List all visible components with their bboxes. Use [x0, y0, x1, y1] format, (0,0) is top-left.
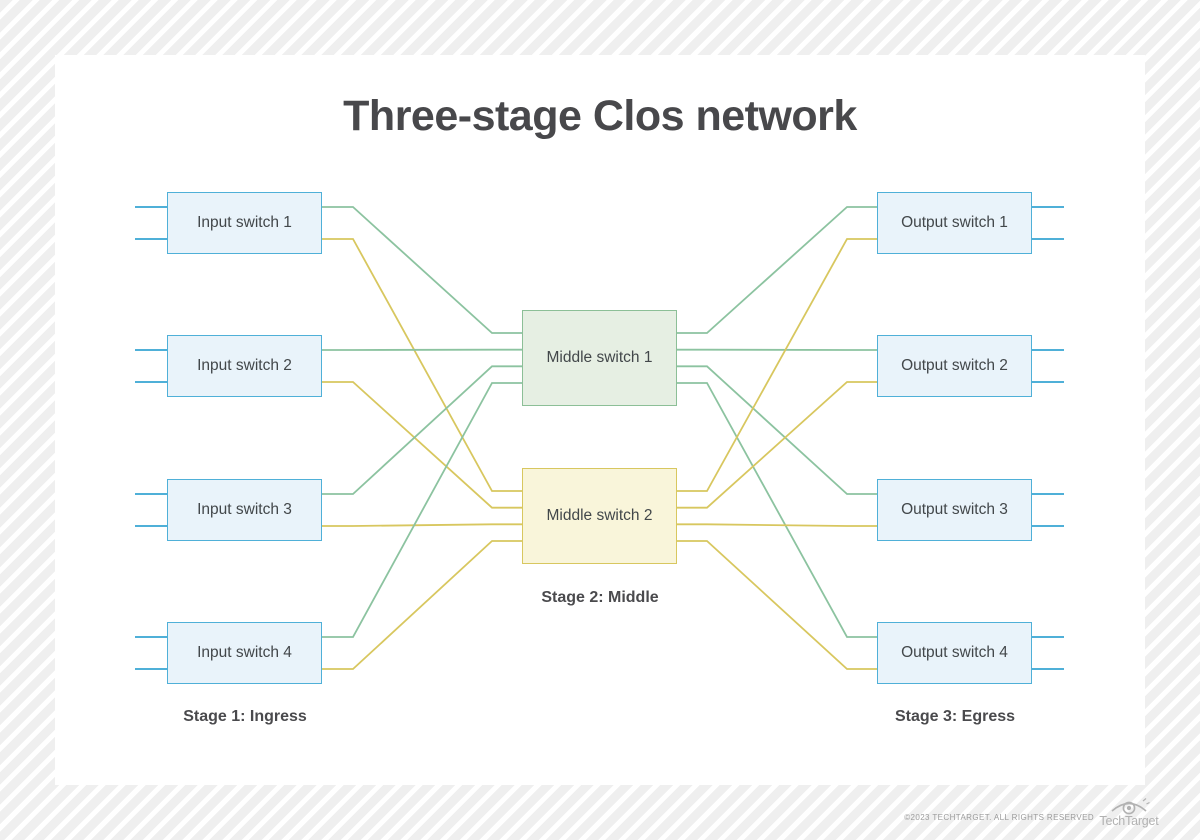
node-output-switch-1: Output switch 1 — [877, 192, 1032, 254]
techtarget-eye-icon — [1111, 798, 1150, 815]
node-input-switch-2: Input switch 2 — [167, 335, 322, 397]
techtarget-logo: TechTarget — [1099, 795, 1159, 828]
node-output-switch-3: Output switch 3 — [877, 479, 1032, 541]
node-input-switch-1: Input switch 1 — [167, 192, 322, 254]
copyright-text: ©2023 TECHTARGET. ALL RIGHTS RESERVED — [904, 813, 1094, 822]
techtarget-logo-text: TechTarget — [1099, 814, 1159, 828]
stage-3-label: Stage 3: Egress — [894, 708, 1016, 725]
stage-2-label: Stage 2: Middle — [541, 589, 659, 606]
diagram-title: Three-stage Clos network — [343, 92, 857, 140]
node-output-switch-2: Output switch 2 — [877, 335, 1032, 397]
node-middle-switch-1: Middle switch 1 — [522, 310, 677, 406]
node-input-switch-3: Input switch 3 — [167, 479, 322, 541]
node-input-switch-4: Input switch 4 — [167, 622, 322, 684]
node-output-switch-4: Output switch 4 — [877, 622, 1032, 684]
stage-1-label: Stage 1: Ingress — [183, 708, 307, 725]
node-middle-switch-2: Middle switch 2 — [522, 468, 677, 564]
